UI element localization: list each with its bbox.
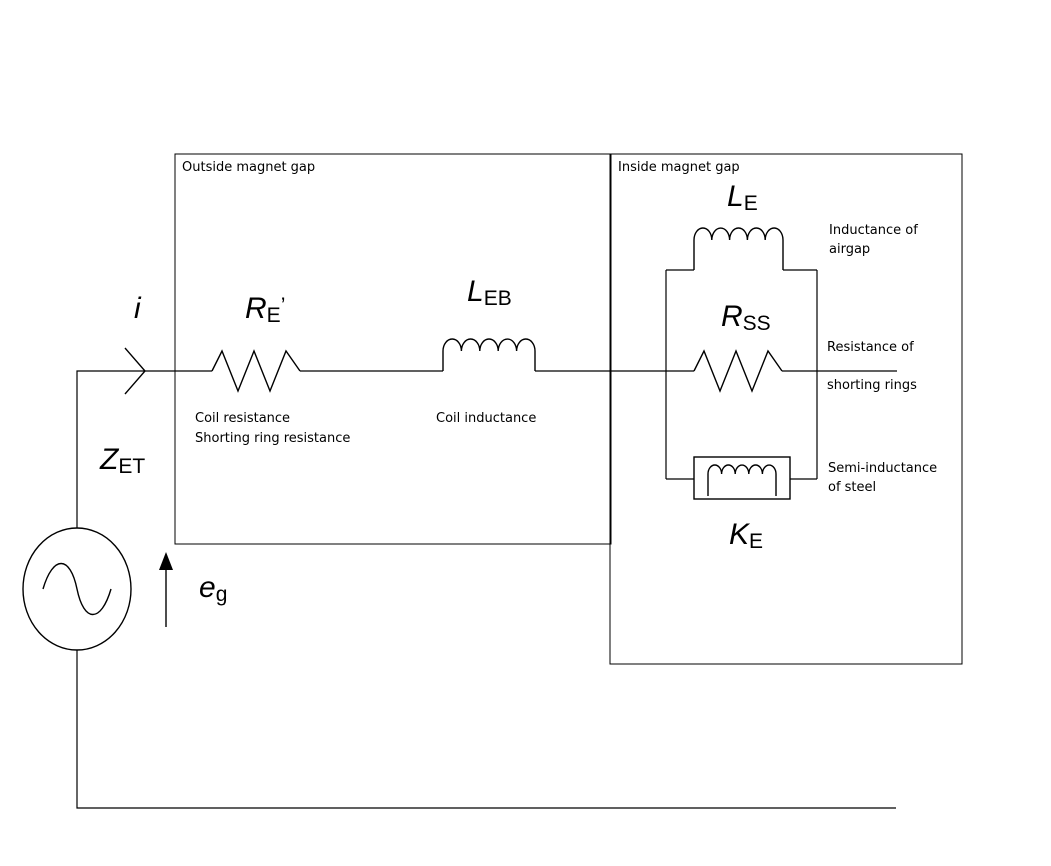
- inductor-leb-icon: [442, 338, 536, 371]
- input-wire: [76, 370, 212, 528]
- ke-symbol: KE: [729, 518, 763, 553]
- semi-inductance-box-icon: [693, 456, 791, 500]
- inside-gap-title: Inside magnet gap: [618, 160, 740, 175]
- zet-main: Z: [99, 443, 120, 476]
- zet-subscript: ET: [118, 455, 145, 478]
- eg-main: e: [199, 571, 216, 604]
- shorting-rings-label: shorting rings: [827, 378, 917, 393]
- le-subscript: E: [744, 192, 758, 215]
- inductance-of-label: Inductance of: [829, 223, 918, 238]
- leb-symbol: LEB: [467, 275, 512, 310]
- airgap-label: airgap: [829, 242, 870, 257]
- rss-main: R: [721, 300, 743, 333]
- re-symbol: RE’: [245, 292, 285, 327]
- resistor-rss-icon: [693, 349, 783, 393]
- outside-gap-title: Outside magnet gap: [182, 160, 315, 175]
- le-symbol: LE: [727, 180, 758, 215]
- rss-subscript: SS: [743, 312, 771, 335]
- rss-symbol: RSS: [721, 300, 771, 335]
- of-steel-label: of steel: [828, 480, 876, 495]
- inside-gap-box: [609, 153, 963, 665]
- leb-main: L: [467, 275, 484, 308]
- outside-gap-box: [174, 153, 612, 545]
- resistance-of-label: Resistance of: [827, 340, 914, 355]
- semi-inductance-label: Semi-inductance: [828, 461, 937, 476]
- coil-resistance-label: Coil resistance: [195, 411, 290, 426]
- current-arrow-icon: [124, 347, 146, 395]
- le-main: L: [727, 180, 744, 213]
- inductor-ke-icon: [707, 464, 777, 496]
- ke-subscript: E: [749, 530, 763, 553]
- eg-subscript: g: [216, 583, 228, 606]
- inductor-le-icon: [693, 227, 784, 270]
- re-subscript: E: [267, 304, 281, 327]
- ke-main: K: [729, 518, 751, 551]
- zet-symbol: ZET: [99, 443, 145, 478]
- coil-inductance-label: Coil inductance: [436, 411, 536, 426]
- sine-wave-icon: [42, 562, 112, 616]
- re-prime: ’: [281, 294, 286, 317]
- resistor-re-icon: [211, 349, 301, 393]
- shorting-ring-resistance-label: Shorting ring resistance: [195, 431, 350, 446]
- eg-symbol: eg: [199, 571, 227, 606]
- current-symbol: i: [134, 292, 142, 325]
- return-wire: [76, 650, 896, 809]
- re-main: R: [245, 292, 267, 325]
- leb-subscript: EB: [484, 287, 512, 310]
- eg-arrow-icon: [159, 552, 173, 570]
